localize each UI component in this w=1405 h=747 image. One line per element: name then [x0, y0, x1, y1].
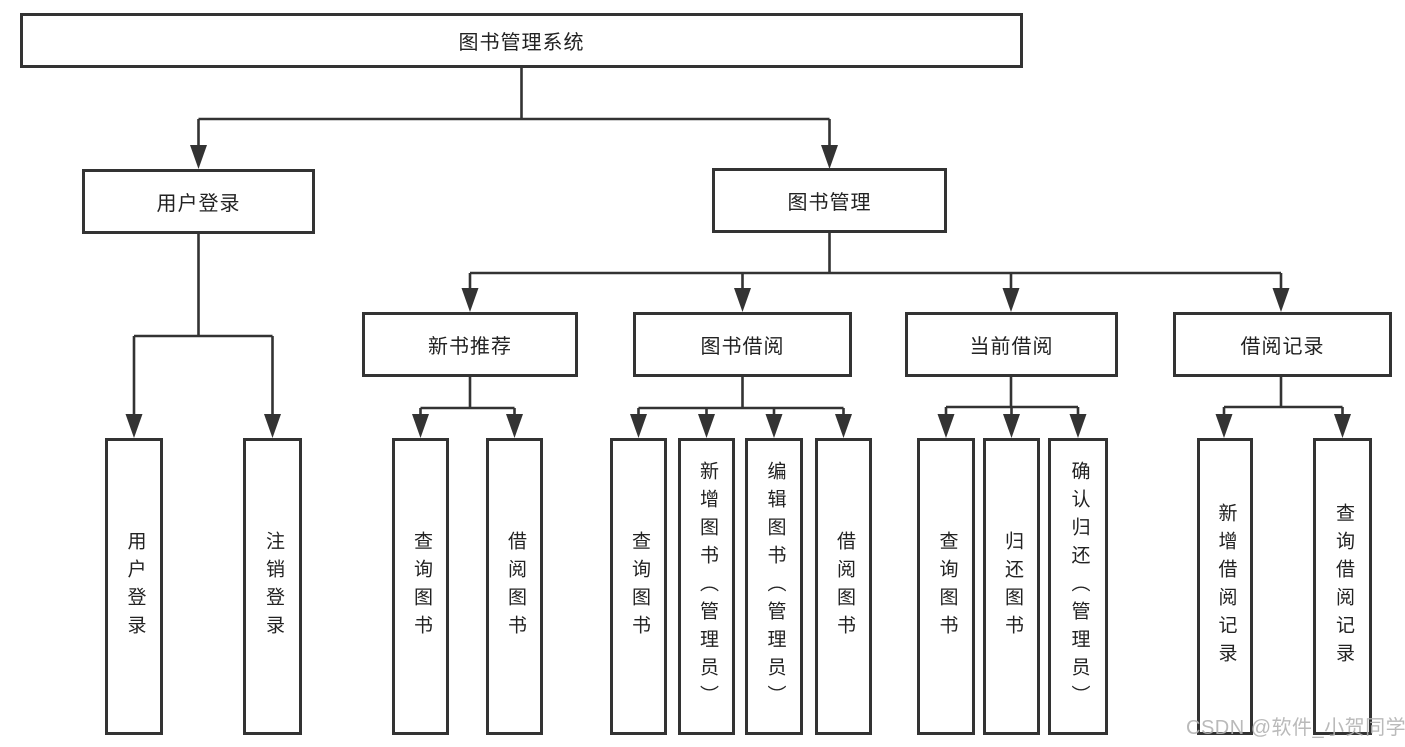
- node-leaf-logout: 注销登录: [243, 438, 302, 735]
- watermark: CSDN @软件_小贺同学: [1186, 717, 1405, 739]
- node-leaf-add-borrow-record: 新增借阅记录: [1197, 438, 1253, 735]
- node-borrowing-records-label: 借阅记录: [1240, 336, 1325, 358]
- node-leaf-edit-books-admin-label: 编辑图书（管理员）: [764, 460, 786, 713]
- node-user-login: 用户登录: [82, 169, 315, 234]
- node-leaf-user-login-label: 用户登录: [124, 530, 146, 643]
- node-root-system-label: 图书管理系统: [458, 32, 585, 54]
- node-leaf-add-books-admin: 新增图书（管理员）: [678, 438, 735, 735]
- node-leaf-borrow-books-1: 借阅图书: [486, 438, 543, 735]
- node-book-management: 图书管理: [712, 168, 947, 233]
- node-leaf-query-books-3: 查询图书: [917, 438, 975, 735]
- node-new-book-recommend-label: 新书推荐: [428, 336, 512, 358]
- node-leaf-edit-books-admin: 编辑图书（管理员）: [745, 438, 803, 735]
- node-leaf-borrow-books-1-label: 借阅图书: [504, 530, 526, 643]
- node-leaf-add-books-admin-label: 新增图书（管理员）: [696, 460, 718, 713]
- node-borrowing-records: 借阅记录: [1173, 312, 1392, 377]
- node-book-borrowing: 图书借阅: [633, 312, 852, 377]
- node-leaf-borrow-books-2: 借阅图书: [815, 438, 872, 735]
- node-leaf-query-borrow-record-label: 查询借阅记录: [1332, 502, 1354, 671]
- node-root-system: 图书管理系统: [20, 13, 1023, 68]
- node-leaf-query-borrow-record: 查询借阅记录: [1313, 438, 1372, 735]
- node-leaf-logout-label: 注销登录: [262, 530, 284, 643]
- node-leaf-confirm-return-admin: 确认归还（管理员）: [1048, 438, 1108, 735]
- node-new-book-recommend: 新书推荐: [362, 312, 578, 377]
- node-leaf-query-books-2: 查询图书: [610, 438, 667, 735]
- node-leaf-query-books-1-label: 查询图书: [410, 530, 432, 643]
- node-current-borrowing-label: 当前借阅: [969, 336, 1054, 358]
- node-leaf-borrow-books-2-label: 借阅图书: [833, 530, 855, 643]
- node-leaf-confirm-return-admin-label: 确认归还（管理员）: [1068, 460, 1090, 713]
- node-leaf-user-login: 用户登录: [105, 438, 163, 735]
- node-leaf-query-books-2-label: 查询图书: [628, 530, 650, 643]
- node-leaf-return-books-label: 归还图书: [1001, 530, 1023, 643]
- node-leaf-add-borrow-record-label: 新增借阅记录: [1215, 502, 1237, 671]
- node-leaf-return-books: 归还图书: [983, 438, 1040, 735]
- node-book-management-label: 图书管理: [787, 192, 872, 214]
- node-book-borrowing-label: 图书借阅: [700, 336, 785, 358]
- node-leaf-query-books-3-label: 查询图书: [936, 530, 958, 643]
- node-user-login-label: 用户登录: [156, 193, 241, 215]
- node-leaf-query-books-1: 查询图书: [392, 438, 449, 735]
- node-current-borrowing: 当前借阅: [905, 312, 1118, 377]
